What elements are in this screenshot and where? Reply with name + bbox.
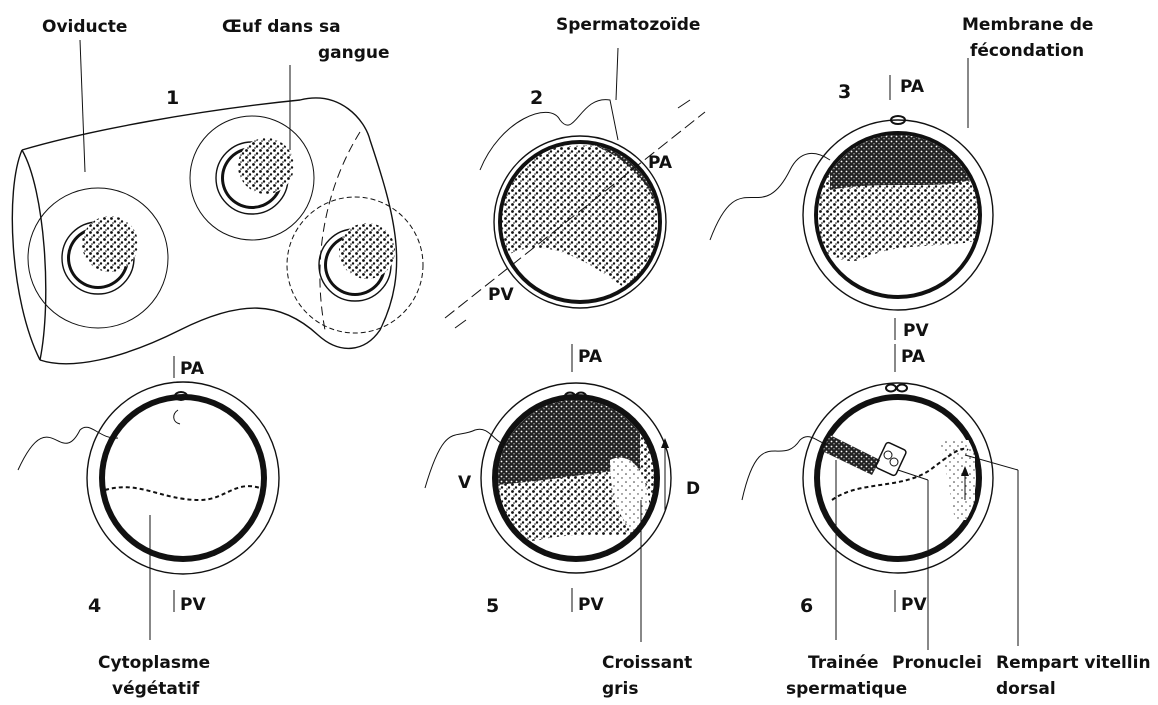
pole-vegetatif-6: PV [901,595,927,615]
label-cytoplasme-line2: végétatif [112,679,200,699]
label-rempart-line1: Rempart vitellin [996,653,1151,673]
stage-number-3: 3 [838,81,851,103]
label-oeuf-line1: Œuf dans sa [222,17,341,37]
label-spermatozoide: Spermatozoïde [556,15,700,35]
label-cytoplasme-line1: Cytoplasme [98,653,210,673]
pole-animal-4: PA [180,359,205,379]
label-membrane-line2: fécondation [970,41,1084,61]
panel-2-egg: 2 PA PV [445,48,705,328]
pole-animal-5: PA [578,347,603,367]
label-rempart-line2: dorsal [996,679,1056,699]
label-membrane-line1: Membrane de [962,15,1093,35]
stage-number-6: 6 [800,595,813,617]
stage-number-1: 1 [166,87,179,109]
label-croissant-line2: gris [602,679,639,699]
stage-number-4: 4 [88,595,101,617]
label-croissant-line1: Croissant [602,653,692,673]
label-oviducte: Oviducte [42,17,127,37]
panel-4-egg: 4 PA PV [18,356,279,640]
panel-1-oviducte: 1 [12,40,423,364]
label-trainee-line2: spermatique [786,679,907,699]
pole-animal-6: PA [901,347,926,367]
panel-5-egg: 5 PA PV V D [425,344,700,642]
ventral-label: V [458,473,472,493]
stage-number-5: 5 [486,595,499,617]
label-pronuclei: Pronuclei [892,653,982,673]
pole-vegetatif-5: PV [578,595,604,615]
label-trainee-line1: Trainée [808,653,879,673]
label-oeuf-line2: gangue [318,43,390,63]
pole-animal-3: PA [900,77,925,97]
panel-6-egg: 6 PA PV [742,344,1018,650]
pole-vegetatif-4: PV [180,595,206,615]
pole-vegetatif-3: PV [903,321,929,341]
dorsal-label: D [686,479,700,499]
panel-3-egg: 3 PA PV [710,58,993,341]
pole-animal-2: PA [648,153,673,173]
stage-number-2: 2 [530,87,543,109]
pole-vegetatif-2: PV [488,285,514,305]
